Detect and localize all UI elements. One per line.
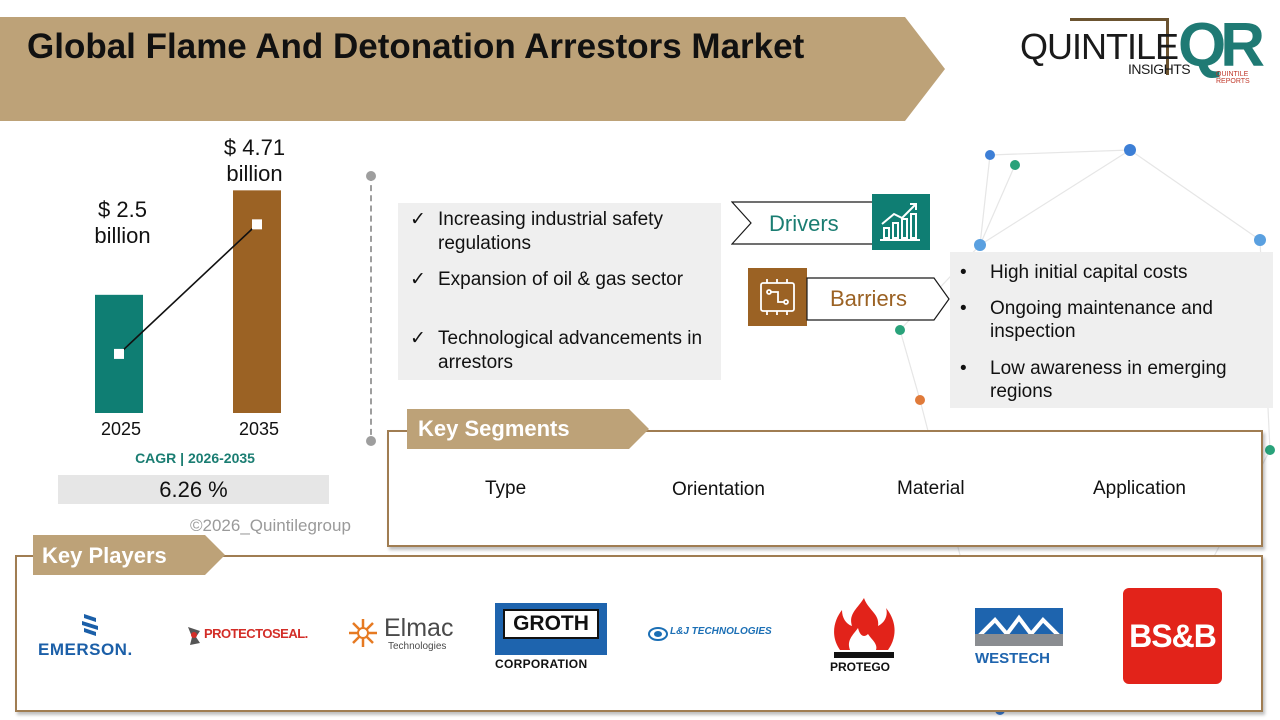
divider-endpoint — [366, 436, 376, 446]
protego-logo: PROTEGO — [828, 596, 900, 676]
bullet-icon: • — [960, 298, 967, 319]
barriers-list: • High initial capital costs • Ongoing m… — [950, 252, 1273, 408]
barriers-label: Barriers — [830, 286, 908, 311]
brand-logo: QUINTILE INSIGHTS QR QUINTILE REPORTS — [1018, 11, 1280, 85]
divider-endpoint — [366, 171, 376, 181]
barriers-arrow-shape — [806, 277, 950, 321]
cagr-label: CAGR | 2026-2035 — [135, 450, 255, 466]
segment-material: Material — [897, 478, 965, 499]
players-title: Key Players — [42, 543, 167, 568]
players-tab-shape — [33, 535, 225, 575]
segment-application: Application — [1093, 478, 1186, 499]
protectoseal-logo: PROTECTOSEAL. — [186, 622, 311, 650]
value-label-2025: $ 2.5 billion — [94, 197, 151, 248]
trend-marker-2035 — [252, 219, 262, 230]
segments-tab-shape — [407, 409, 649, 449]
logo-frame — [1070, 18, 1169, 75]
bullet-icon: • — [960, 358, 967, 379]
westech-logo: WESTECH — [975, 608, 1067, 668]
dashed-divider — [370, 175, 374, 445]
segments-panel — [387, 430, 1263, 547]
trend-line — [118, 223, 258, 355]
drivers-list: ✓ Increasing industrial safety regulatio… — [398, 203, 721, 380]
elmac-logo: Elmac Technologies — [346, 614, 466, 654]
check-icon: ✓ — [410, 328, 426, 349]
page-title: Global Flame And Detonation Arrestors Ma… — [27, 27, 805, 66]
bullet-icon: • — [960, 262, 967, 283]
trend-marker-2025 — [114, 348, 124, 359]
value-label-2035: $ 4.71 billion — [223, 135, 286, 186]
drivers-arrow-shape — [731, 201, 879, 245]
year-label-2025: 2025 — [100, 419, 142, 439]
segment-orientation: Orientation — [672, 479, 765, 500]
emerson-logo: EMERSON. — [36, 612, 151, 662]
cagr-value: 6.26 % — [58, 475, 329, 504]
bsb-logo: BS&B — [1123, 588, 1222, 684]
drivers-label: Drivers — [769, 211, 839, 236]
year-label-2035: 2035 — [238, 419, 280, 439]
title-banner — [0, 17, 945, 121]
growth-chart-icon — [872, 194, 930, 250]
segment-type: Type — [485, 478, 527, 499]
logo-mark-subtitle: QUINTILE REPORTS — [1216, 71, 1250, 85]
market-size-chart — [95, 190, 281, 413]
logo-wordmark: QUINTILE — [1020, 26, 1179, 67]
circuit-board-icon — [748, 268, 807, 326]
logo-mark: QR — [1178, 11, 1265, 80]
copyright: ©2026_Quintilegroup — [190, 516, 351, 535]
check-icon: ✓ — [410, 209, 426, 230]
logo-subtitle: INSIGHTS — [1128, 61, 1191, 77]
check-icon: ✓ — [410, 269, 426, 290]
groth-logo: GROTH CORPORATION — [495, 603, 617, 671]
lj-technologies-logo: L&J TECHNOLOGIES — [648, 622, 778, 646]
segments-title: Key Segments — [418, 416, 570, 441]
